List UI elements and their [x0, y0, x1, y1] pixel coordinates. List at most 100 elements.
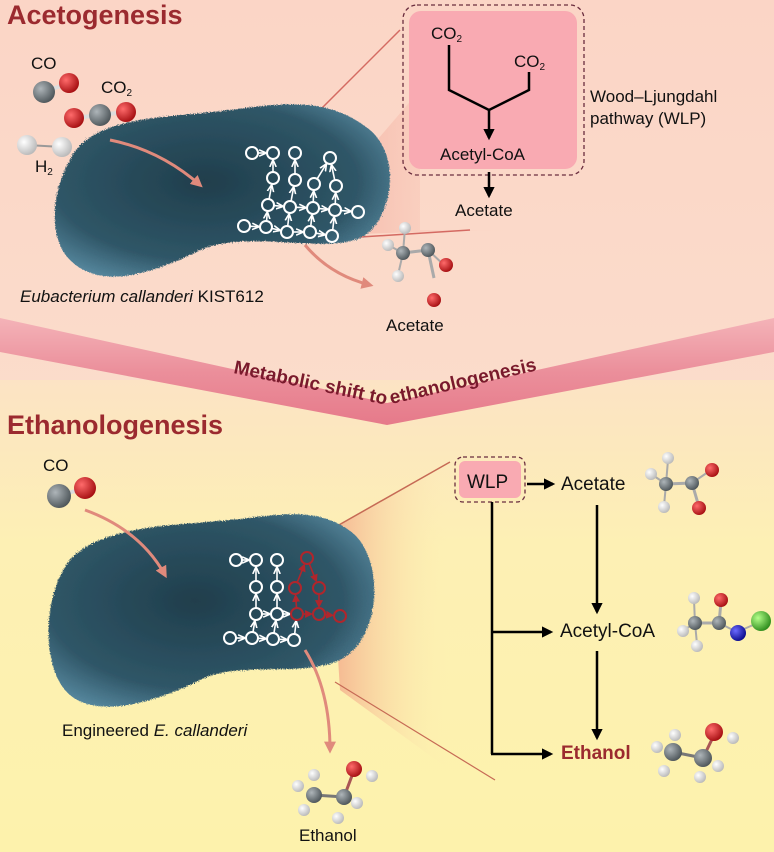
- pathway-node: [325, 229, 339, 243]
- acetylcoa-molecule: [677, 592, 771, 652]
- pathway-node: [307, 177, 321, 191]
- pathway-node: [283, 200, 297, 214]
- pathway-node: [266, 171, 280, 185]
- wlp-input-co2-left-main: CO: [431, 24, 457, 43]
- co2-label-sub: 2: [126, 88, 133, 99]
- wlp-dashed-frame: [402, 4, 585, 176]
- pathway-edge: [311, 215, 312, 226]
- pathway-node: [245, 146, 259, 160]
- pathway-edge: [288, 214, 289, 226]
- flow-wlp-label: WLP: [467, 472, 509, 493]
- wlp-input-co2-right-sub: 2: [539, 62, 546, 73]
- metabolic-network-engineered: [223, 551, 347, 647]
- h2-label-sub: 2: [47, 167, 53, 178]
- pathway-edge: [296, 563, 306, 583]
- ethanol-molecule-flow: [651, 723, 739, 783]
- wlp-caption-line1: Wood–Ljungdahl: [590, 87, 718, 106]
- top-zoom-line-lower: [344, 229, 471, 239]
- pathway-edge: [316, 233, 324, 234]
- bottom-zoom-line-lower: [334, 681, 496, 781]
- pathway-node: [312, 581, 326, 595]
- pathway-edge: [267, 212, 268, 221]
- pathway-node: [245, 631, 259, 645]
- organism-strain: KIST612: [192, 287, 264, 306]
- pathway-node: [300, 551, 314, 565]
- co-label-top: CO: [31, 54, 57, 73]
- wlp-source-dashed-frame: [454, 456, 526, 503]
- pathway-edge: [272, 229, 279, 231]
- pathway-node: [303, 225, 317, 239]
- pathway-node: [288, 146, 302, 160]
- pathway-node: [270, 580, 284, 594]
- pathway-edge: [316, 164, 326, 179]
- co-molecule-bottom: [47, 477, 96, 508]
- organism-label-wildtype: Eubacterium callanderi KIST612: [20, 287, 264, 307]
- pathway-node: [329, 179, 343, 193]
- pathway-node: [249, 607, 263, 621]
- pathway-node: [261, 198, 275, 212]
- ethanol-secretion-arrow: [303, 649, 336, 754]
- pathway-edge: [319, 209, 327, 210]
- wlp-input-co2-left-sub: 2: [456, 34, 463, 45]
- metabolic-network-wildtype: [237, 146, 365, 243]
- co-uptake-arrow: [84, 508, 167, 579]
- top-zoom-line-upper: [319, 29, 401, 111]
- pathway-node: [333, 609, 347, 623]
- wlp-input-co2-right: CO2: [514, 52, 545, 73]
- flow-acetylcoa-label: Acetyl-CoA: [560, 621, 656, 642]
- acetate-secretion-arrow: [303, 244, 374, 289]
- pathway-edge: [332, 165, 335, 180]
- bacterium-engineered: [48, 514, 375, 707]
- wlp-box: [409, 11, 577, 169]
- pathway-node: [266, 146, 280, 160]
- pathway-node: [266, 632, 280, 646]
- pathway-node: [249, 580, 263, 594]
- pathway-node: [312, 607, 326, 621]
- ethanol-product-label: Ethanol: [299, 826, 357, 845]
- h2-molecule: [17, 135, 72, 157]
- pathway-node: [237, 219, 251, 233]
- acetate-product-label-top: Acetate: [386, 316, 444, 335]
- pathway-node: [223, 631, 237, 645]
- wlp-input-co2-right-main: CO: [514, 52, 540, 71]
- gas-uptake-arrow: [109, 138, 203, 188]
- pathway-edge: [292, 593, 301, 608]
- pathway-node: [288, 581, 302, 595]
- co2-label-main: CO: [101, 78, 127, 97]
- organism-species-short: E. callanderi: [153, 721, 248, 740]
- flow-ethanol-label: Ethanol: [561, 743, 631, 764]
- pathway-node: [280, 225, 294, 239]
- co2-label: CO2: [101, 78, 132, 99]
- pathway-node: [290, 607, 304, 621]
- ethanol-molecule-secreted: [292, 761, 378, 824]
- h2-label-main: H: [35, 157, 48, 176]
- organism-prefix: Engineered: [62, 721, 154, 740]
- pathway-edge: [291, 187, 293, 201]
- acetate-molecule-flow: [645, 452, 719, 515]
- pathway-edge: [274, 206, 282, 207]
- acetogenesis-title: Acetogenesis: [7, 0, 183, 30]
- organism-species: Eubacterium callanderi: [20, 287, 193, 306]
- pathway-node: [351, 205, 365, 219]
- wlp-source-box: [459, 461, 521, 498]
- organism-label-engineered: Engineered E. callanderi: [62, 721, 247, 741]
- flow-acetate-label: Acetate: [561, 474, 626, 495]
- pathway-edge: [269, 185, 271, 199]
- co-label-bottom: CO: [43, 456, 69, 475]
- wlp-acetate-label: Acetate: [455, 201, 513, 220]
- pathway-node: [229, 553, 243, 567]
- pathway-node: [288, 173, 302, 187]
- co-molecule-top: [33, 73, 79, 103]
- metabolic-shift-band: [0, 318, 774, 425]
- pathway-edge: [295, 621, 296, 634]
- wlp-input-co2-left: CO2: [431, 24, 462, 45]
- pathway-node: [328, 203, 342, 217]
- pathway-node: [306, 201, 320, 215]
- pathway-node: [259, 220, 273, 234]
- acetate-molecule-top: [382, 222, 453, 307]
- pathway-edge: [308, 563, 318, 583]
- bottom-zoom-line-upper: [329, 461, 451, 531]
- co2-molecule: [64, 102, 136, 128]
